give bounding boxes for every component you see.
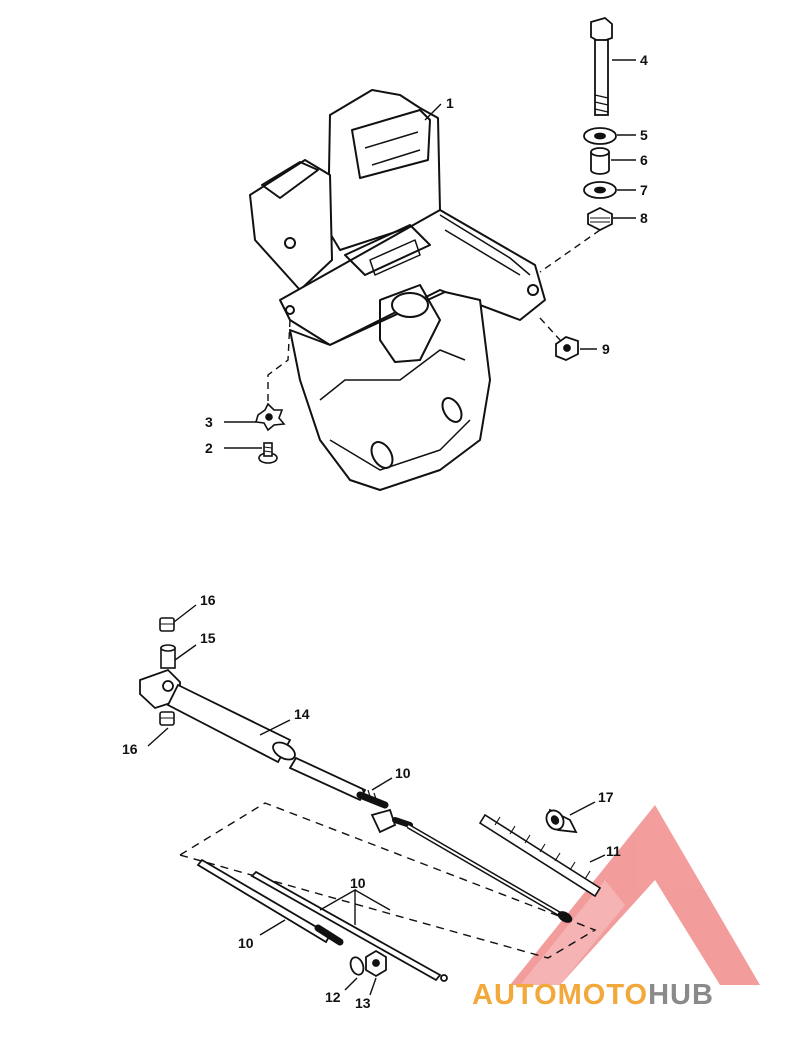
watermark-text-primary: AUTOMOTO xyxy=(472,979,648,1011)
nut-part-icon xyxy=(365,949,387,978)
leader-lines xyxy=(147,604,606,996)
set-screw-part-icon xyxy=(159,711,175,726)
spacer-part-icon xyxy=(590,147,610,175)
callout-16-top: 16 xyxy=(200,592,216,608)
callout-10-lower: 10 xyxy=(238,935,254,951)
washer-part-icon xyxy=(583,127,617,145)
assembly-dashed-lines xyxy=(267,229,601,405)
callout-12: 12 xyxy=(325,989,341,1005)
nut-part-icon xyxy=(555,336,579,361)
steering-tube-part-icon xyxy=(139,668,296,764)
transom-bracket xyxy=(249,89,546,491)
callout-10-middle: 10 xyxy=(350,875,366,891)
callout-5: 5 xyxy=(640,127,648,143)
assembly-dashed-lines xyxy=(178,802,597,959)
bolt-part-icon xyxy=(590,17,613,116)
callout-14: 14 xyxy=(294,706,310,722)
callout-15: 15 xyxy=(200,630,216,646)
locknut-part-icon xyxy=(587,206,613,232)
callout-4: 4 xyxy=(640,52,648,68)
callout-13: 13 xyxy=(355,995,371,1011)
callout-11: 11 xyxy=(606,843,621,859)
steering-cable-part-icon xyxy=(288,756,573,923)
callout-16-lower: 16 xyxy=(122,741,138,757)
callout-labels: 1 4 5 6 7 8 9 3 2 16 15 16 14 10 17 11 1… xyxy=(122,52,648,1011)
steering-cable-part-icon xyxy=(196,858,448,982)
watermark-text-secondary: HUB xyxy=(648,979,714,1011)
bushing-part-icon xyxy=(160,644,176,669)
washer-part-icon xyxy=(583,181,617,199)
set-screw-part-icon xyxy=(159,617,175,632)
callout-1: 1 xyxy=(446,95,454,111)
bushing-part-icon xyxy=(545,808,578,834)
washer-part-icon xyxy=(349,956,365,976)
callout-2: 2 xyxy=(205,440,213,456)
callout-7: 7 xyxy=(640,182,648,198)
callout-8: 8 xyxy=(640,210,648,226)
callout-17: 17 xyxy=(598,789,614,805)
watermark-logo-icon xyxy=(510,805,760,985)
callout-9: 9 xyxy=(602,341,610,357)
callout-3: 3 xyxy=(205,414,213,430)
callout-10-upper: 10 xyxy=(395,765,411,781)
leader-lines xyxy=(224,59,636,449)
star-washer-part-icon xyxy=(254,402,286,432)
threaded-rod-part-icon xyxy=(478,813,602,898)
screw-part-icon xyxy=(258,442,278,464)
callout-6: 6 xyxy=(640,152,648,168)
watermark-text: AUTOMOTOHUB xyxy=(472,979,714,1011)
